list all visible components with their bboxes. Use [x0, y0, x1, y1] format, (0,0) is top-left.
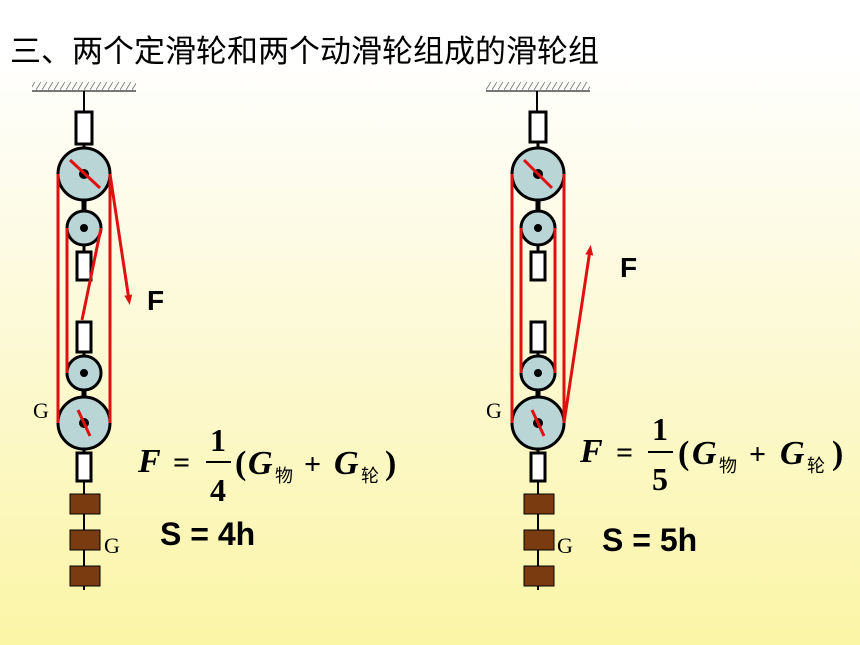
right-top-hook: [528, 110, 548, 144]
left-ceiling: [32, 82, 136, 92]
left-formula-sub1: 物: [275, 466, 293, 487]
right-weight-3: [523, 565, 555, 587]
right-formula-eq: =: [616, 436, 633, 469]
left-formula-sub2: 轮: [361, 466, 379, 487]
left-weight-3: [69, 565, 101, 587]
right-weight-1: [523, 493, 555, 515]
right-formula-numerator: 1: [652, 411, 668, 447]
right-upper-lower-hook: [529, 250, 547, 282]
left-formula-open-paren: (: [235, 445, 246, 482]
left-distance: S = 4h: [160, 516, 255, 552]
left-upper-lower-hook: [75, 250, 93, 282]
right-formula-open-paren: (: [678, 435, 689, 472]
left-formula-denominator: 4: [210, 472, 226, 508]
left-weight-1: [69, 493, 101, 515]
right-distance: S = 5h: [602, 522, 697, 558]
left-top-hook: [74, 110, 94, 146]
right-bottom-hook: [529, 451, 547, 483]
left-g-label-weight: G: [104, 533, 120, 558]
slide-title: 三、两个定滑轮和两个动滑轮组成的滑轮组: [10, 34, 599, 70]
right-g-label-weight: G: [557, 533, 573, 558]
right-weight-2: [523, 529, 555, 551]
left-formula: F = 1 4 ( G 物 + G 轮 ): [137, 422, 396, 508]
right-ceiling: [486, 82, 590, 92]
right-formula-close-paren: ): [832, 435, 843, 472]
right-formula-sub2: 轮: [807, 456, 825, 477]
left-movable-top-hook: [75, 320, 93, 354]
right-formula-G2: G: [780, 435, 805, 472]
right-formula: F = 1 5 ( G 物 + G 轮 ): [579, 411, 843, 497]
left-bottom-hook: [75, 451, 93, 483]
right-g-label-wheel: G: [486, 398, 502, 423]
left-pulley-system: F G G F = 1 4 ( G 物 + G 轮 ) S = 4h: [32, 82, 396, 590]
right-rope: [510, 158, 594, 437]
right-formula-F: F: [579, 433, 603, 470]
left-formula-numerator: 1: [210, 422, 226, 458]
right-formula-G1: G: [692, 435, 717, 472]
left-formula-G2: G: [334, 445, 359, 482]
left-formula-plus: +: [304, 448, 321, 481]
left-formula-eq: =: [173, 446, 190, 479]
left-force-label: F: [147, 285, 164, 316]
left-formula-F: F: [137, 443, 161, 480]
left-weight-2: [69, 529, 101, 551]
left-formula-close-paren: ): [385, 445, 396, 482]
right-formula-denominator: 5: [652, 461, 668, 497]
left-formula-G1: G: [248, 445, 273, 482]
left-rope: [56, 158, 133, 437]
right-force-label: F: [620, 252, 637, 283]
left-g-label-wheel: G: [33, 398, 49, 423]
right-movable-top-hook: [529, 320, 547, 354]
right-formula-sub1: 物: [719, 456, 737, 477]
right-pulley-system: F G G F = 1 5 ( G 物 + G 轮 ) S = 5h: [486, 82, 843, 590]
right-formula-plus: +: [749, 438, 766, 471]
